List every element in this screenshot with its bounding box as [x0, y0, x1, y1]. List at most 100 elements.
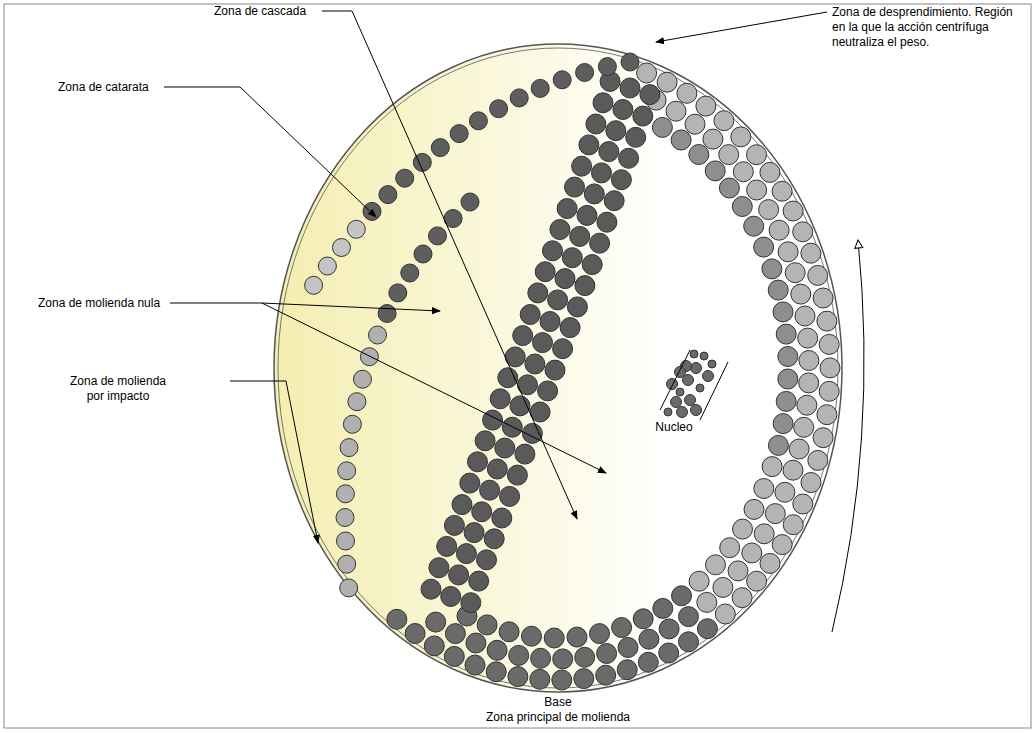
grinding-ball: [575, 647, 595, 667]
grinding-ball: [759, 200, 779, 220]
grinding-balls: [305, 53, 840, 690]
grinding-ball: [685, 395, 696, 406]
grinding-ball: [557, 199, 577, 219]
grinding-ball: [783, 201, 803, 221]
grinding-ball: [671, 130, 691, 150]
zone-label: Zona de molienda nula: [38, 296, 160, 311]
grinding-ball: [611, 170, 631, 190]
grinding-ball: [337, 532, 355, 550]
grinding-ball: [369, 326, 387, 344]
grinding-ball: [760, 162, 780, 182]
grinding-ball: [797, 395, 817, 415]
grinding-ball: [714, 111, 734, 131]
grinding-ball: [768, 435, 788, 455]
grinding-ball: [405, 624, 425, 644]
grinding-ball: [819, 334, 839, 354]
grinding-ball: [472, 502, 492, 522]
grinding-ball: [560, 318, 580, 338]
zone-label: Zona de molienda por impacto: [63, 374, 173, 404]
grinding-ball: [612, 618, 632, 638]
grinding-ball: [652, 117, 672, 137]
grinding-ball: [768, 280, 788, 300]
grinding-ball: [638, 652, 658, 672]
grinding-ball: [318, 257, 336, 275]
grinding-ball: [754, 524, 774, 544]
grinding-ball: [671, 397, 682, 408]
grinding-ball: [765, 504, 785, 524]
grinding-ball: [597, 644, 617, 664]
grinding-ball: [801, 473, 821, 493]
grinding-ball: [689, 571, 709, 591]
grinding-ball: [508, 667, 528, 687]
grinding-ball: [783, 515, 803, 535]
grinding-ball: [639, 629, 659, 649]
grinding-ball: [619, 148, 639, 168]
grinding-ball: [706, 555, 726, 575]
grinding-ball: [778, 369, 798, 389]
grinding-ball: [421, 579, 441, 599]
grinding-ball: [696, 384, 704, 392]
grinding-ball: [531, 79, 549, 97]
grinding-ball: [520, 305, 540, 325]
grinding-ball: [754, 479, 774, 499]
grinding-ball: [533, 333, 553, 353]
grinding-ball: [773, 414, 793, 434]
grinding-ball: [577, 205, 597, 225]
grinding-ball: [696, 96, 716, 116]
grinding-ball: [444, 646, 464, 666]
grinding-ball: [487, 640, 507, 660]
grinding-ball: [305, 276, 323, 294]
grinding-ball: [772, 181, 792, 201]
grinding-ball: [550, 220, 570, 240]
grinding-ball: [565, 177, 585, 197]
grinding-ball: [535, 262, 555, 282]
grinding-ball: [776, 324, 796, 344]
grinding-ball: [720, 538, 740, 558]
grinding-ball: [672, 586, 692, 606]
grinding-ball: [820, 358, 840, 378]
grinding-ball: [719, 145, 739, 165]
grinding-ball: [477, 615, 497, 635]
grinding-ball: [679, 632, 699, 652]
grinding-ball: [728, 561, 748, 581]
grinding-ball: [801, 243, 821, 263]
grinding-ball: [666, 101, 686, 121]
grinding-ball: [562, 248, 582, 268]
grinding-ball: [613, 100, 633, 120]
grinding-ball: [429, 227, 447, 245]
grinding-ball: [461, 593, 481, 613]
grinding-ball: [336, 485, 354, 503]
grinding-ball: [387, 609, 407, 629]
grinding-ball: [340, 439, 358, 457]
grinding-ball: [593, 93, 613, 113]
grinding-ball: [675, 367, 686, 378]
grinding-ball: [509, 645, 529, 665]
grinding-ball: [697, 619, 717, 639]
grinding-ball: [606, 121, 626, 141]
grinding-ball: [553, 71, 571, 89]
grinding-ball: [676, 388, 684, 396]
leader-lines: [164, 11, 864, 632]
grinding-ball: [697, 592, 717, 612]
grinding-ball: [633, 609, 653, 629]
grinding-ball: [540, 312, 560, 332]
grinding-ball: [785, 263, 805, 283]
grinding-ball: [659, 619, 679, 639]
grinding-ball: [659, 643, 679, 663]
grinding-ball: [515, 444, 535, 464]
grinding-ball: [499, 622, 519, 642]
grinding-ball: [791, 284, 811, 304]
grinding-ball: [621, 53, 639, 71]
grinding-ball: [808, 450, 828, 470]
grinding-ball: [626, 127, 646, 147]
grinding-ball: [793, 494, 813, 514]
grinding-ball: [495, 438, 515, 458]
grinding-ball: [794, 417, 814, 437]
grinding-ball: [579, 135, 599, 155]
grinding-ball: [360, 348, 378, 366]
grinding-ball: [545, 360, 565, 380]
grinding-ball: [389, 284, 407, 302]
grinding-ball: [685, 114, 705, 134]
zone-label: Zona de desprendimiento. Región en la qu…: [832, 5, 1028, 50]
